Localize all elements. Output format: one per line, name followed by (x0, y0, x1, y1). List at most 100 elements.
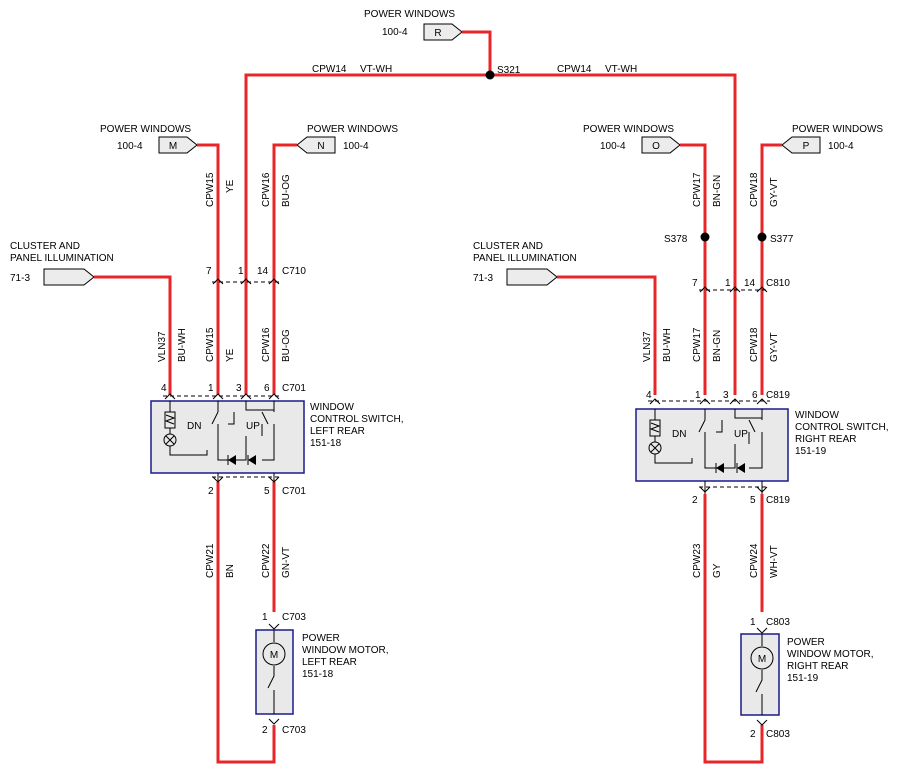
right-cluster-line1: CLUSTER AND (473, 241, 543, 252)
left-ref-n-title: POWER WINDOWS (307, 124, 398, 135)
left-cluster-line2: PANEL ILLUMINATION (10, 253, 114, 264)
right-motor-name-2: WINDOW MOTOR, (787, 649, 873, 660)
top-ref-power-windows-r[interactable]: POWER WINDOWS 100-4 R (364, 9, 463, 41)
wire-left-cpw21 (216, 482, 276, 764)
right-ref-power-windows-o[interactable]: POWER WINDOWS 100-4 O (583, 124, 681, 154)
left-lower-a-circuit: CPW15 (205, 327, 216, 362)
right-ref-p-flag (781, 136, 821, 154)
left-upper-b-color: BU-OG (281, 174, 292, 207)
left-switch-page: 151-18 (310, 438, 342, 449)
right-switch-name-3: RIGHT REAR (795, 434, 857, 445)
right-motor-name-3: RIGHT REAR (787, 661, 849, 672)
right-upper-a-circuit: CPW17 (692, 172, 703, 207)
left-switch-name-3: LEFT REAR (310, 426, 365, 437)
right-connector-c810: 7 1 14 C810 (692, 278, 790, 293)
right-motor-pin-2: 2 (750, 729, 756, 740)
left-upper-a-circuit: CPW15 (205, 172, 216, 207)
right-down-a-circuit: CPW23 (692, 543, 703, 578)
right-power-window-motor[interactable]: 1 C803 M 2 C803 POWER WINDOW MOTOR, RIGH… (740, 617, 873, 740)
right-switch-pin-2: 2 (692, 495, 698, 506)
right-motor-conn-bottom: C803 (766, 729, 790, 740)
left-upper-b-circuit: CPW16 (261, 172, 272, 207)
left-ref-n-flag (296, 136, 336, 154)
right-switch-body (635, 408, 789, 482)
right-lower-b-circuit: CPW18 (749, 327, 760, 362)
left-switch-pin-1: 1 (208, 383, 214, 394)
right-motor-pin-1: 1 (750, 617, 756, 628)
left-window-control-switch[interactable]: 4 1 3 6 C701 DN UP 2 5 C701 WINDOW CONTR… (150, 383, 404, 497)
wire-right-cpw17-upper (680, 143, 707, 276)
right-upper-b-circuit: CPW18 (749, 172, 760, 207)
right-switch-conn-top: C819 (766, 390, 790, 401)
right-switch-pin-4: 4 (646, 390, 652, 401)
splice-s321-dot (485, 70, 495, 80)
right-c810-pin-14: 14 (744, 278, 756, 289)
wire-right-cpw23 (703, 494, 764, 764)
left-down-b-color: GN-VT (281, 547, 292, 578)
right-down-b-circuit: CPW24 (749, 543, 760, 578)
right-c810-pin-1: 1 (725, 278, 731, 289)
left-motor-pin-2: 2 (262, 725, 268, 736)
right-cluster-ref[interactable]: CLUSTER AND PANEL ILLUMINATION 71-3 (473, 241, 577, 286)
top-ref-page: 100-4 (382, 27, 408, 38)
left-motor-page: 151-18 (302, 669, 334, 680)
right-c810-label: C810 (766, 278, 790, 289)
right-motor-body (740, 633, 780, 716)
left-vln-color: BU-WH (177, 328, 188, 362)
left-cluster-line1: CLUSTER AND (10, 241, 80, 252)
right-switch-up: UP (734, 429, 748, 440)
left-switch-dn: DN (187, 421, 201, 432)
left-motor-conn-bottom: C703 (282, 725, 306, 736)
wire-r-feed (462, 30, 492, 75)
left-cluster-ref[interactable]: CLUSTER AND PANEL ILLUMINATION 71-3 (10, 241, 114, 286)
left-c710-pin-14: 14 (257, 266, 269, 277)
left-ref-power-windows-n[interactable]: POWER WINDOWS N 100-4 (296, 124, 398, 154)
left-switch-pin-5: 5 (264, 486, 270, 497)
left-ref-m-letter: M (169, 141, 177, 152)
left-ref-m-title: POWER WINDOWS (100, 124, 191, 135)
right-switch-pin-1: 1 (695, 390, 701, 401)
left-ref-m-flag (158, 136, 198, 154)
left-motor-pin-1: 1 (262, 612, 268, 623)
right-cluster-page: 71-3 (473, 273, 493, 284)
right-lower-a-color: BN-GN (712, 330, 723, 362)
left-motor-m-icon (262, 642, 286, 666)
right-lower-a-circuit: CPW17 (692, 327, 703, 362)
right-ref-p-title: POWER WINDOWS (792, 124, 883, 135)
left-motor-symbol: M (270, 650, 278, 661)
left-switch-name-2: CONTROL SWITCH, (310, 414, 404, 425)
right-window-control-switch[interactable]: 4 1 3 6 C819 DN UP 2 5 C819 WINDOW CONTR… (635, 390, 889, 506)
left-switch-name-1: WINDOW (310, 402, 354, 413)
right-lower-b-color: GY-VT (769, 332, 780, 362)
right-trunk-color: VT-WH (605, 64, 637, 75)
left-motor-name-1: POWER (302, 633, 340, 644)
right-down-a-color: GY (712, 563, 723, 578)
left-c710-pin-1: 1 (238, 266, 244, 277)
right-ref-power-windows-p[interactable]: POWER WINDOWS P 100-4 (781, 124, 883, 154)
left-switch-pin-3: 3 (236, 383, 242, 394)
left-motor-name-3: LEFT REAR (302, 657, 357, 668)
left-lower-a-color: YE (225, 348, 236, 362)
wire-left-vln37 (94, 275, 172, 395)
right-switch-conn-bottom: C819 (766, 495, 790, 506)
left-power-window-motor[interactable]: 1 C703 M 2 C703 POWER WINDOW MOTOR, LEFT… (255, 612, 388, 736)
right-cluster-line2: PANEL ILLUMINATION (473, 253, 577, 264)
right-vln-color: BU-WH (662, 328, 673, 362)
splice-s377-dot (757, 232, 767, 242)
right-motor-m-icon (750, 646, 774, 670)
left-c710-pin-7: 7 (206, 266, 212, 277)
right-switch-name-2: CONTROL SWITCH, (795, 422, 889, 433)
left-upper-a-color: YE (225, 179, 236, 193)
left-connector-c710: 7 1 14 C710 (206, 266, 306, 285)
right-motor-conn-top: C803 (766, 617, 790, 628)
left-switch-conn-bottom: C701 (282, 486, 306, 497)
right-trunk-circuit: CPW14 (557, 64, 592, 75)
left-ref-m-page: 100-4 (117, 141, 143, 152)
wire-right-cpw18-upper (760, 143, 782, 276)
left-ref-power-windows-m[interactable]: POWER WINDOWS 100-4 M (100, 124, 198, 154)
left-lower-b-color: BU-OG (281, 329, 292, 362)
splice-s321-label: S321 (497, 65, 521, 76)
left-ref-n-page: 100-4 (343, 141, 369, 152)
right-ref-o-page: 100-4 (600, 141, 626, 152)
